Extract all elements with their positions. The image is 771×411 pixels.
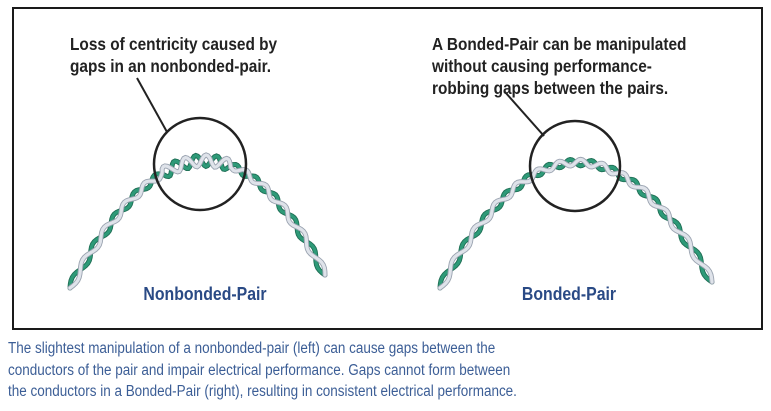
callout-line: without causing performance- bbox=[432, 56, 652, 76]
left-callout-text: Loss of centricity caused by gaps in an … bbox=[70, 33, 277, 77]
nonbonded-pair-white-conductor-outline bbox=[67, 152, 328, 291]
right-magnifier-circle bbox=[528, 119, 622, 213]
callout-line: Loss of centricity caused by bbox=[70, 34, 278, 54]
callout-line: A Bonded-Pair can be manipulated bbox=[432, 34, 687, 54]
caption-line: conductors of the pair and impair electr… bbox=[8, 361, 511, 379]
caption-line: The slightest manipulation of a nonbonde… bbox=[8, 340, 496, 357]
nonbonded-pair-white-conductor bbox=[68, 153, 327, 290]
figure-caption: The slightest manipulation of a nonbonde… bbox=[8, 338, 517, 403]
right-callout-text: A Bonded-Pair can be manipulated without… bbox=[432, 33, 686, 99]
right-callout-line bbox=[504, 91, 545, 137]
left-magnifier-circle bbox=[152, 116, 248, 212]
bonded-pair-white-conductor bbox=[438, 157, 714, 290]
nonbonded-pair-label: Nonbonded-Pair bbox=[143, 284, 267, 304]
left-callout-line bbox=[136, 77, 168, 133]
bonded-pair-label: Bonded-Pair bbox=[521, 284, 617, 304]
caption-line: the conductors in a Bonded-Pair (right),… bbox=[8, 383, 517, 400]
diagram-frame bbox=[12, 7, 763, 330]
callout-line: robbing gaps between the pairs. bbox=[432, 78, 669, 98]
callout-line: gaps in an nonbonded-pair. bbox=[70, 56, 272, 76]
